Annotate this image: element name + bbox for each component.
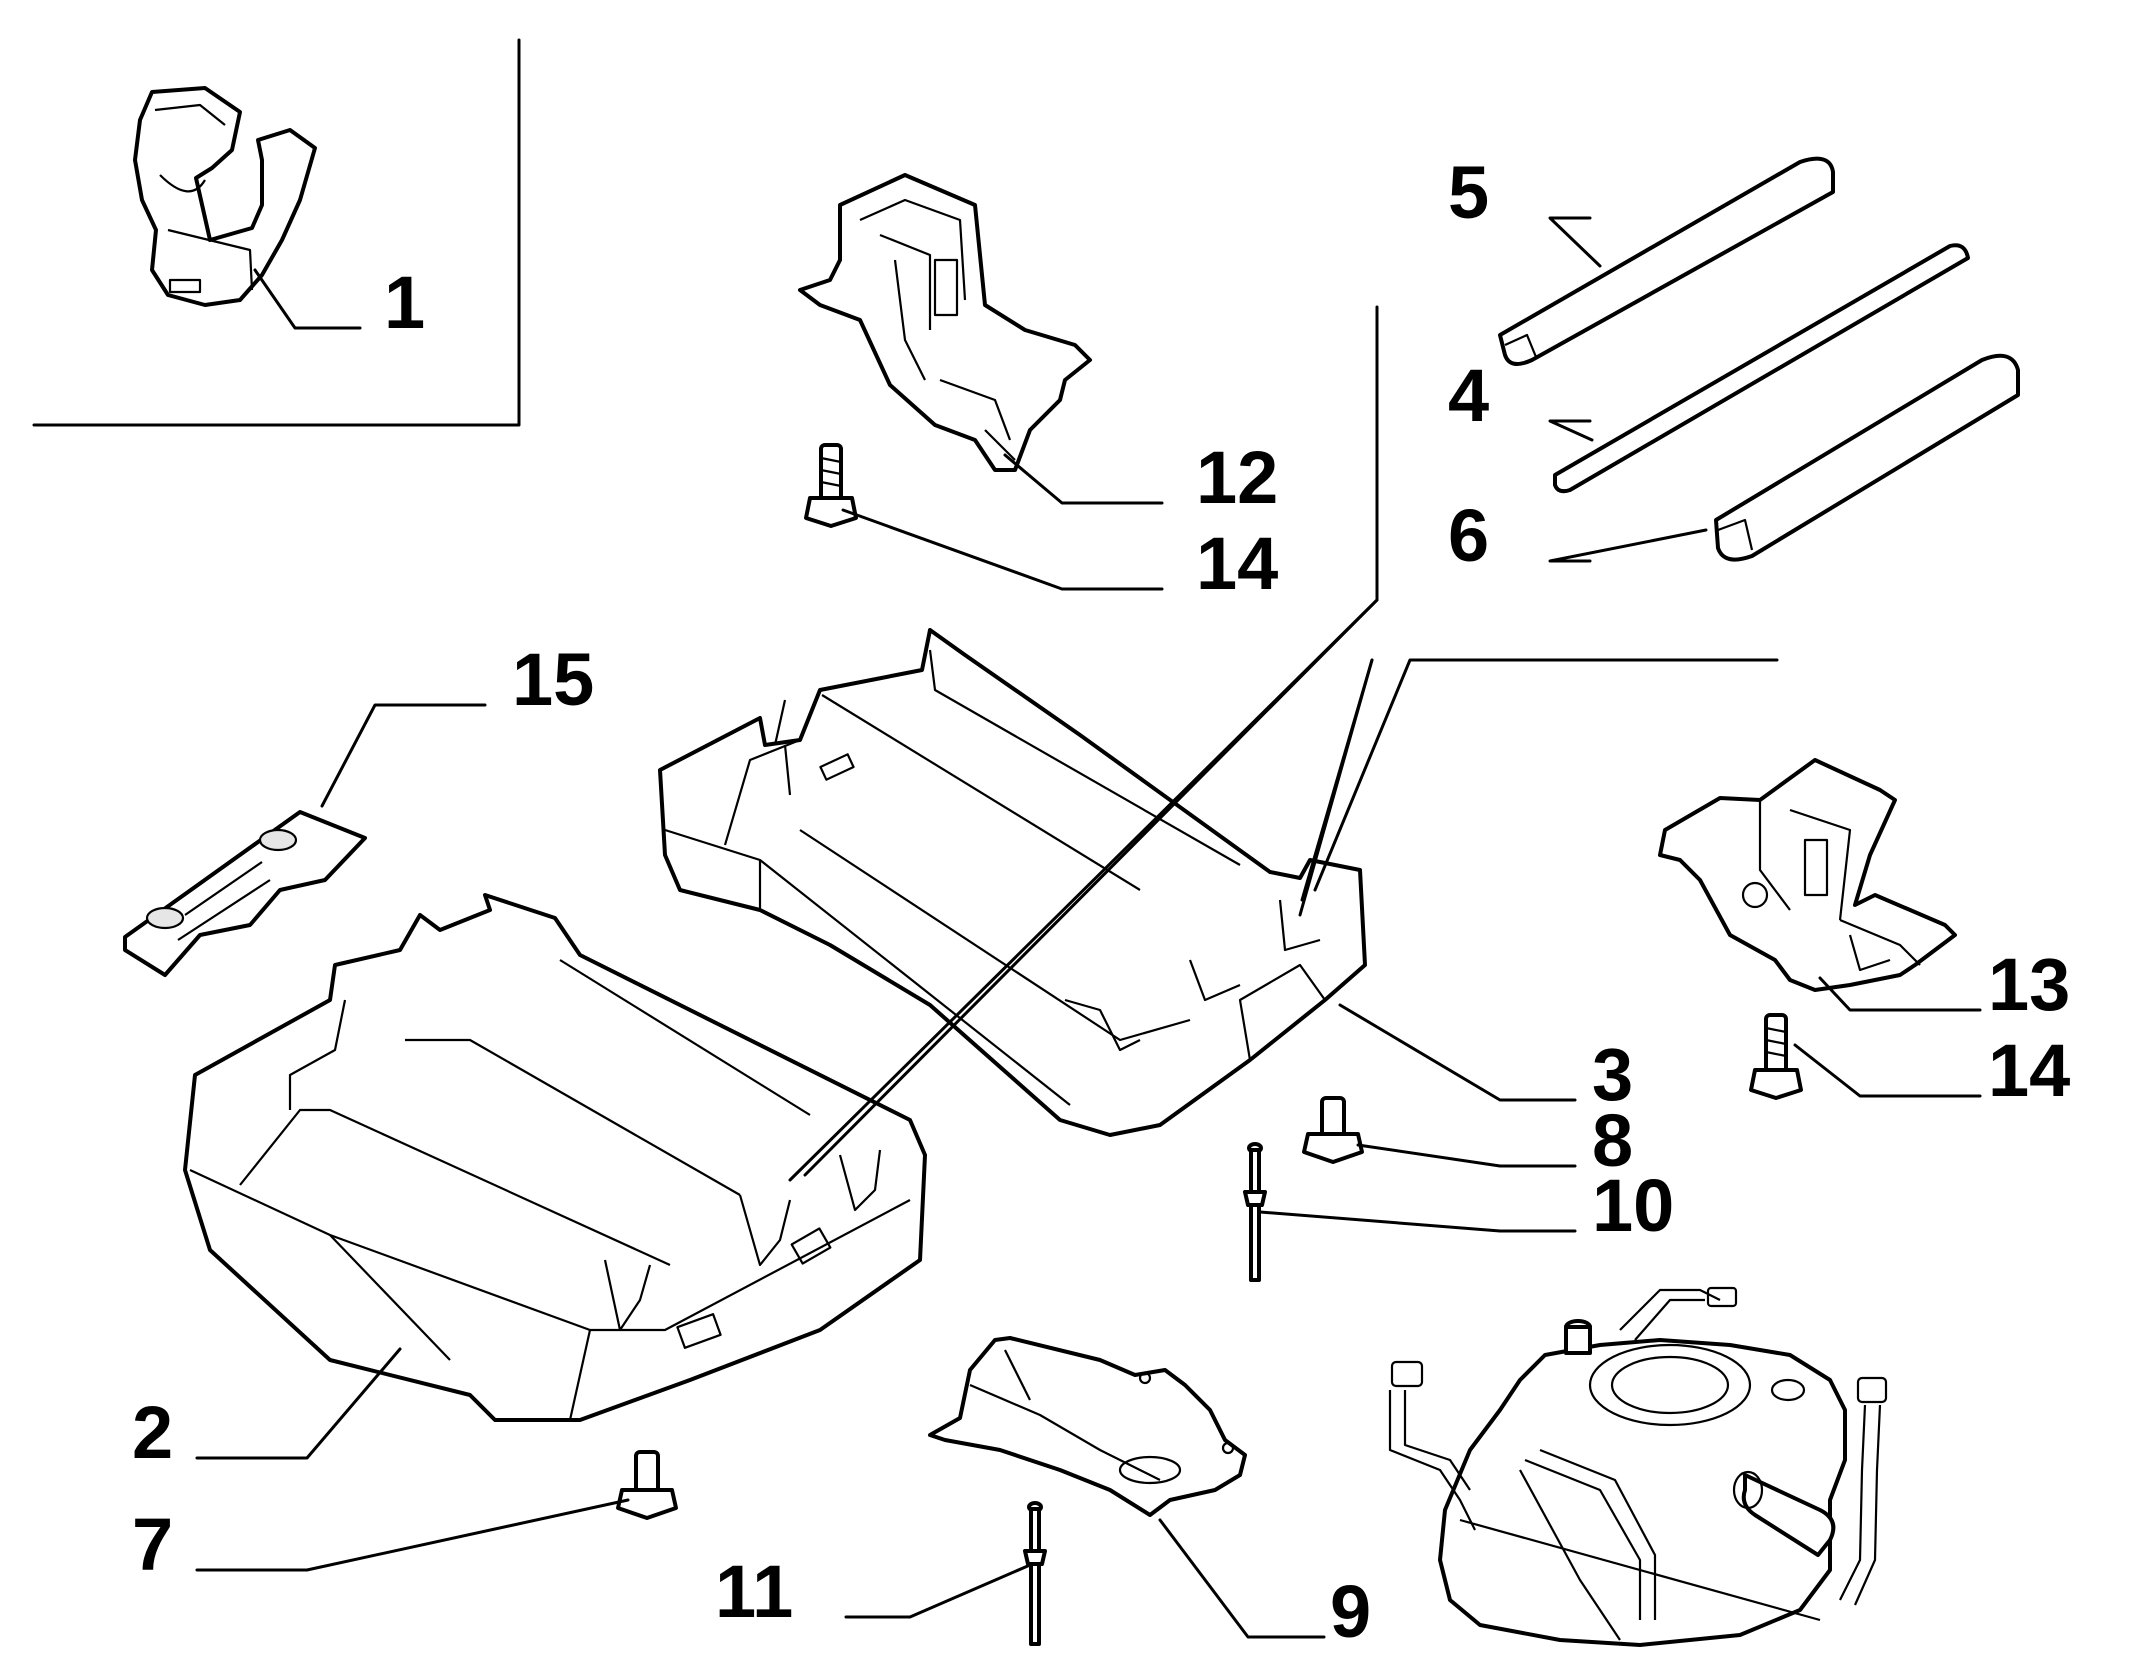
inset-frame	[32, 38, 521, 427]
callout-labels: 1 2 3 4 5 6 7 8 9 10 11 12 13 14 14 15	[132, 151, 2070, 1653]
callout-2: 2	[132, 1391, 173, 1474]
leader-lines	[195, 216, 1982, 1639]
part-14-bolt-upper[interactable]	[804, 443, 858, 528]
callout-3: 3	[1592, 1033, 1633, 1116]
part-6-trim-strip[interactable]	[1714, 353, 2020, 562]
callout-7: 7	[132, 1503, 173, 1586]
callout-8: 8	[1592, 1099, 1633, 1182]
callout-5: 5	[1448, 151, 1489, 234]
part-5-trim-strip[interactable]	[1498, 156, 1835, 366]
part-4-trim-strip[interactable]	[1553, 243, 1970, 494]
part-9-heat-shield[interactable]	[928, 1336, 1247, 1517]
callout-15: 15	[512, 638, 594, 721]
callout-12: 12	[1196, 436, 1278, 519]
part-13-bracket[interactable]	[1658, 758, 1957, 992]
callout-14-upper: 14	[1196, 522, 1278, 605]
part-10-rivet[interactable]	[1243, 1142, 1267, 1282]
part-8-bolt[interactable]	[1302, 1096, 1364, 1164]
callout-1: 1	[384, 261, 425, 344]
callout-9: 9	[1330, 1570, 1371, 1653]
part-2-tank-guard[interactable]	[183, 893, 927, 1422]
part-3-tank-guard[interactable]	[658, 628, 1367, 1137]
callout-13: 13	[1988, 943, 2070, 1026]
part-11-rivet[interactable]	[1023, 1501, 1047, 1646]
part-1-clip[interactable]	[133, 86, 317, 307]
fuel-tank	[1388, 1286, 1888, 1647]
part-12-bracket[interactable]	[798, 173, 1092, 472]
callout-6: 6	[1448, 494, 1489, 577]
part-7-bolt[interactable]	[616, 1450, 678, 1520]
part-15-plate[interactable]	[123, 810, 367, 977]
callout-10: 10	[1592, 1164, 1674, 1247]
callout-4: 4	[1448, 354, 1489, 437]
callout-14-right: 14	[1988, 1029, 2070, 1112]
part-14-bolt-right[interactable]	[1749, 1013, 1803, 1100]
callout-11: 11	[715, 1550, 793, 1633]
